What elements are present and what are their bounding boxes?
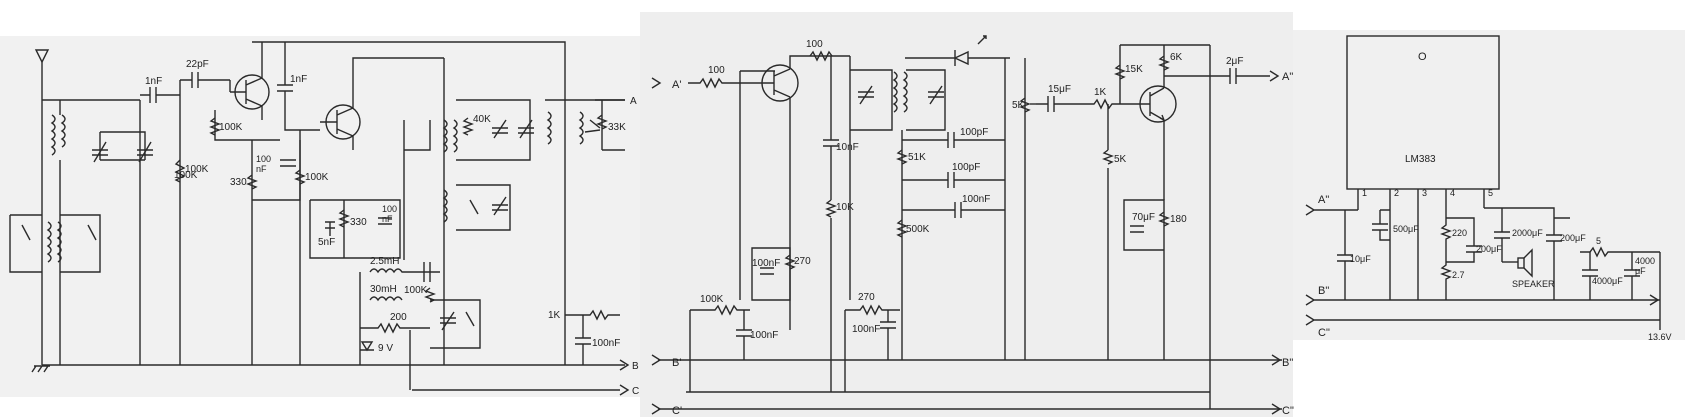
label-100nF-a-p2: 100nF bbox=[752, 258, 780, 269]
pin-1: 1 bbox=[1362, 188, 1367, 198]
label-200: 200 bbox=[390, 312, 407, 323]
label-1K: 1K bbox=[548, 310, 561, 321]
label-180: 180 bbox=[1170, 214, 1187, 225]
label-100-b: 100 bbox=[806, 39, 823, 50]
if-fet-icon bbox=[761, 55, 850, 330]
fet-1-icon bbox=[230, 42, 270, 120]
pin-4: 4 bbox=[1450, 188, 1455, 198]
node-A-label: A bbox=[630, 96, 637, 107]
label-100nF-b-p2: 100nF bbox=[750, 330, 778, 341]
label-220: 220 bbox=[1452, 228, 1467, 238]
output-C-dblprime: C" bbox=[1282, 405, 1294, 417]
label-1nF-b: 1nF bbox=[290, 74, 307, 85]
label-5K-a: 5K bbox=[1012, 100, 1025, 111]
panel-1-background bbox=[0, 36, 640, 397]
label-100K-d-top: 100K bbox=[305, 172, 329, 183]
supply-label: 13.6V bbox=[1648, 332, 1672, 342]
label-100pF-b: 100pF bbox=[952, 162, 980, 173]
label-330-a: 330 bbox=[230, 177, 247, 188]
label-270-a: 270 bbox=[794, 256, 811, 267]
zener-diode-icon bbox=[360, 341, 374, 352]
detector-diode-icon bbox=[905, 35, 1010, 66]
label-2uF: 2μF bbox=[1226, 56, 1243, 67]
label-6K: 6K bbox=[1170, 52, 1183, 63]
pin-2: 2 bbox=[1394, 188, 1399, 198]
label-5: 5 bbox=[1596, 236, 1601, 246]
label-200uF-a: 200μF bbox=[1476, 244, 1502, 254]
label-22pF: 22pF bbox=[186, 59, 209, 70]
panel-2-background bbox=[640, 12, 1293, 417]
label-270-b: 270 bbox=[858, 292, 875, 303]
label-51K: 51K bbox=[908, 152, 926, 163]
label-9V: 9 V bbox=[378, 343, 393, 354]
label-100K-a: 100K bbox=[185, 164, 209, 175]
output-B-dblprime: B" bbox=[1282, 357, 1293, 369]
panel-2-if-stage: A' B' C' 100 100 10nF 10K 100nF 270 100K… bbox=[651, 35, 1294, 417]
pin-5: 5 bbox=[1488, 188, 1493, 198]
output-A-dblprime: A" bbox=[1282, 71, 1293, 83]
pin-3: 3 bbox=[1422, 188, 1427, 198]
input-C-prime: C' bbox=[672, 405, 682, 417]
label-4000uF-a: 4000μF bbox=[1592, 276, 1623, 286]
label-330-b: 330 bbox=[350, 217, 367, 228]
label-100nF-c: 100nF bbox=[592, 338, 620, 349]
audio-transistor-icon bbox=[1139, 70, 1177, 200]
antenna-icon bbox=[34, 49, 50, 365]
label-1nF-a: 1nF bbox=[145, 76, 162, 87]
label-100K-e: 100K bbox=[404, 285, 428, 296]
speaker-label: SPEAKER bbox=[1512, 279, 1555, 289]
label-33K: 33K bbox=[608, 122, 626, 133]
label-100nF-d-p2: 100nF bbox=[962, 194, 990, 205]
input-B-dblprime-p3: B" bbox=[1318, 285, 1329, 297]
panel-3-background bbox=[1293, 30, 1685, 340]
label-200uF-b: 200μF bbox=[1560, 233, 1586, 243]
node-B-label: B bbox=[632, 361, 639, 372]
lm383-ic bbox=[1346, 35, 1500, 190]
label-10nF: 10nF bbox=[836, 142, 859, 153]
panel-3-audio-amp: O LM383 1 2 3 4 5 A" 10μF 500μF 220 2.7 … bbox=[1305, 35, 1672, 342]
node-C-label: C bbox=[632, 386, 639, 397]
label-2.5mH: 2.5mH bbox=[370, 256, 399, 267]
label-2.7: 2.7 bbox=[1452, 270, 1465, 280]
label-5nF: 5nF bbox=[318, 237, 335, 248]
ic-mark: O bbox=[1418, 51, 1427, 63]
fet-2-icon bbox=[320, 57, 444, 150]
input-B-prime: B' bbox=[672, 357, 681, 369]
label-70uF: 70μF bbox=[1132, 212, 1155, 223]
label-10uF: 10μF bbox=[1350, 254, 1371, 264]
input-A-dblprime-p3: A" bbox=[1318, 194, 1329, 206]
label-10K: 10K bbox=[836, 202, 854, 213]
label-500uF: 500μF bbox=[1393, 224, 1419, 234]
label-100nF-c-p2: 100nF bbox=[852, 324, 880, 335]
label-500K: 500K bbox=[906, 224, 930, 235]
ic-name: LM383 bbox=[1405, 154, 1436, 165]
label-40K: 40K bbox=[473, 114, 491, 125]
label-100K-b: 100K bbox=[219, 122, 243, 133]
label-5K-b: 5K bbox=[1114, 154, 1127, 165]
label-2000uF: 2000μF bbox=[1512, 228, 1543, 238]
label-100-a: 100 bbox=[708, 65, 725, 76]
ground-icon bbox=[31, 365, 50, 373]
label-100pF-a: 100pF bbox=[960, 127, 988, 138]
input-A-prime: A' bbox=[672, 79, 681, 91]
label-15uF: 15μF bbox=[1048, 84, 1071, 95]
speaker-icon bbox=[1502, 248, 1533, 278]
label-100K-p2: 100K bbox=[700, 294, 724, 305]
label-1K-p2: 1K bbox=[1094, 87, 1107, 98]
label-100K-c: 100K bbox=[174, 170, 198, 181]
label-30mH: 30mH bbox=[370, 284, 397, 295]
input-C-dblprime-p3: C" bbox=[1318, 327, 1330, 339]
label-15K: 15K bbox=[1125, 64, 1143, 75]
